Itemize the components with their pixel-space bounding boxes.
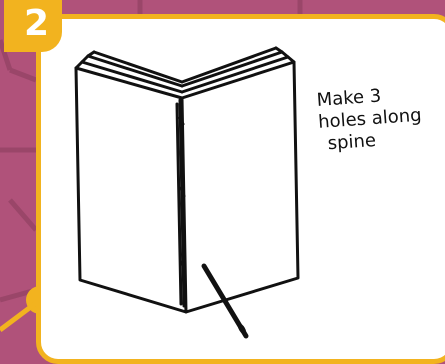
instruction-text: Make 3 holes along spine [316,82,440,156]
open-book-with-needle-icon [0,0,445,354]
